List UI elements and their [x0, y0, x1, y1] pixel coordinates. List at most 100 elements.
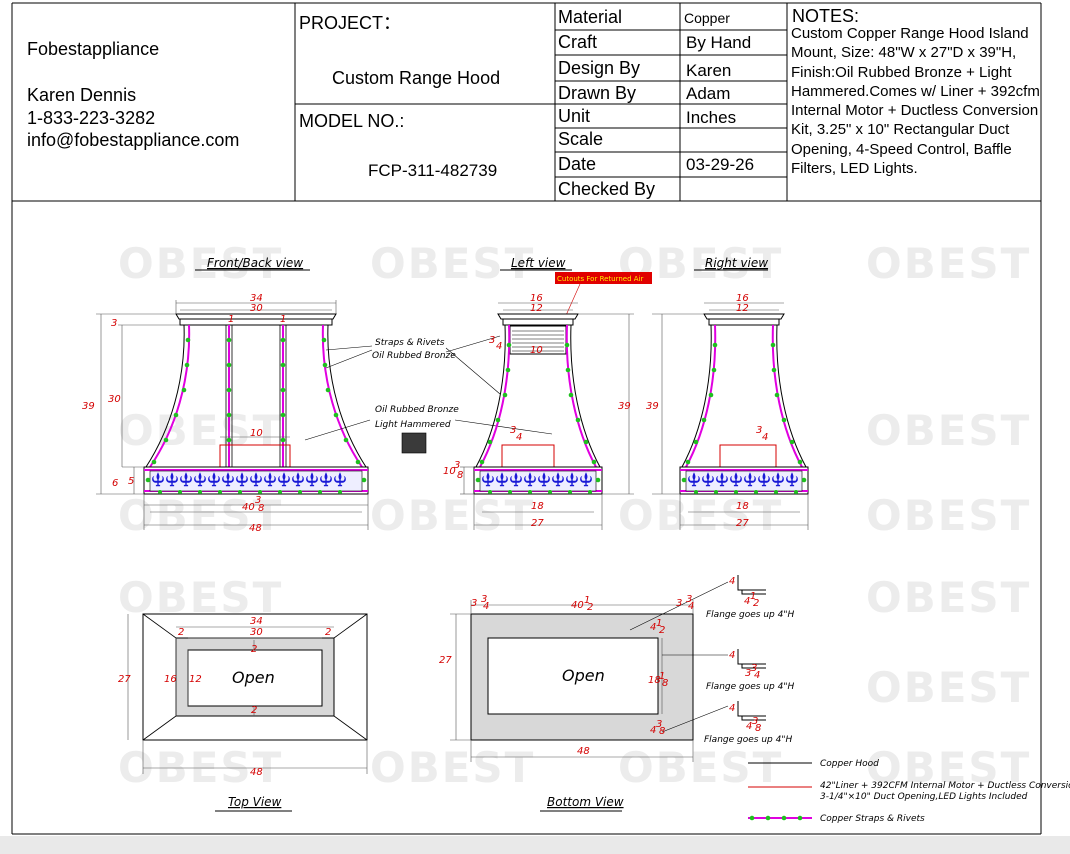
dim-label: 30 — [250, 303, 263, 314]
watermark: OBEST — [618, 491, 783, 540]
dim-label: 4 — [729, 576, 735, 587]
svg-text:8: 8 — [258, 503, 264, 514]
dim-label: 12 — [189, 674, 202, 685]
svg-text:4: 4 — [762, 432, 768, 443]
svg-text:1: 1 — [656, 618, 662, 629]
straps-finish-callout: Oil Rubbed Bronze — [372, 351, 456, 361]
dim-label: 48 — [250, 767, 263, 778]
svg-text:4: 4 — [483, 601, 489, 612]
company-name: Fobestappliance — [27, 39, 160, 59]
view-title-right: Right view — [705, 256, 768, 270]
svg-text:3: 3 — [752, 716, 758, 727]
finish-swatch — [401, 432, 427, 454]
flange-details: 4 4 1 2 Flange goes up 4"H 4 3 3 4 Flang… — [704, 575, 794, 745]
dim-label: 6 — [112, 478, 118, 489]
dim-label: 27 — [439, 655, 452, 666]
dim-label: 27 — [736, 518, 749, 529]
dim-label: 1 — [228, 314, 234, 325]
legend-copper: Copper Hood — [820, 759, 879, 769]
spec-value-unit: Inches — [686, 108, 737, 127]
dim-label: 40 — [242, 502, 255, 513]
svg-text:8: 8 — [755, 723, 761, 734]
contact-phone: 1-833-223-3282 — [27, 108, 156, 128]
svg-text:2: 2 — [587, 602, 593, 613]
dim-label: 12 — [736, 303, 749, 314]
bottom-view: Open 3 3 4 3 3 4 40 1 2 4 — [439, 581, 729, 762]
dim-label: 18 — [736, 501, 749, 512]
spec-label-material: Material — [558, 7, 623, 27]
spec-label-checked-by: Checked By — [558, 179, 656, 199]
dim-label: 48 — [249, 523, 262, 534]
dim-label: 4 — [746, 721, 752, 732]
dim-label: 30 — [250, 627, 263, 638]
dim-label: 10 — [530, 345, 543, 356]
straps-callout: Straps & Rivets — [375, 338, 445, 348]
watermark: OBEST — [118, 406, 283, 455]
dim-label: 27 — [118, 674, 131, 685]
watermark: OBEST — [866, 491, 1031, 540]
svg-text:1: 1 — [584, 595, 590, 606]
dim-label: 2 — [251, 644, 257, 655]
view-title-top: Top View — [228, 795, 282, 809]
page-footer-bar — [0, 836, 1070, 854]
dim-label: 4 — [729, 650, 735, 661]
spec-label-design-by: Design By — [558, 58, 641, 78]
dim-label: 3 — [676, 598, 682, 609]
watermark: OBEST — [618, 743, 783, 792]
dim-label: 34 — [250, 616, 263, 627]
dim-label: 10 — [250, 428, 263, 439]
spec-value-craft: By Hand — [686, 33, 752, 52]
finish-callout-1: Oil Rubbed Bronze — [375, 405, 459, 415]
watermark: OBEST — [118, 239, 283, 288]
svg-text:1: 1 — [659, 671, 665, 682]
dim-label: 12 — [530, 303, 543, 314]
spec-label-drawn-by: Drawn By — [558, 83, 637, 103]
flange-note: Flange goes up 4"H — [704, 735, 792, 745]
view-title-bottom: Bottom View — [547, 795, 624, 809]
watermark: OBEST — [370, 743, 535, 792]
watermark: OBEST — [118, 743, 283, 792]
dim-label: 3 — [756, 425, 762, 436]
dim-label: 4 — [650, 622, 656, 633]
dim-label: 18 — [531, 501, 544, 512]
dim-label: 4 — [729, 703, 735, 714]
left-view: Cutouts For Returned Air — [443, 272, 652, 530]
watermark: OBEST — [866, 743, 1031, 792]
model-number: FCP-311-482739 — [368, 161, 498, 180]
cutouts-callout-box — [555, 272, 652, 284]
svg-text:4: 4 — [496, 341, 502, 352]
dim-label: 18 — [648, 675, 661, 686]
spec-label-date: Date — [558, 154, 597, 174]
dim-label: 16 — [530, 293, 543, 304]
dim-label: 39 — [646, 401, 659, 412]
top-view: Open 34 30 2 2 2 2 27 16 12 48 — [118, 613, 368, 778]
flange-note: Flange goes up 4"H — [706, 610, 794, 620]
project-label: PROJECT： — [299, 13, 402, 33]
watermark: OBEST — [866, 239, 1031, 288]
view-title-front: Front/Back view — [207, 256, 303, 270]
dim-label: 4 — [650, 725, 656, 736]
dim-label: 3 — [489, 335, 495, 346]
watermark: OBEST — [370, 491, 535, 540]
watermark: OBEST — [866, 663, 1031, 712]
svg-text:3: 3 — [751, 663, 757, 674]
legend-liner-1: 42"Liner + 392CFM Internal Motor + Ductl… — [820, 781, 1070, 791]
svg-text:1: 1 — [750, 591, 756, 602]
spec-value-design-by: Karen — [686, 61, 732, 80]
dim-label: 39 — [618, 401, 631, 412]
dim-label: 16 — [164, 674, 177, 685]
dim-label: 3 — [745, 668, 751, 679]
dim-label: 3 — [471, 598, 477, 609]
dim-label: 40 — [571, 600, 584, 611]
dim-label: 2 — [251, 705, 257, 716]
svg-text:2: 2 — [753, 598, 759, 609]
dim-label: 3 — [510, 425, 516, 436]
dim-label: 30 — [108, 394, 121, 405]
view-title-left: Left view — [511, 256, 566, 270]
spec-label-unit: Unit — [558, 106, 591, 126]
spec-value-material: Copper — [684, 10, 730, 26]
watermark: OBEST — [866, 573, 1031, 622]
dim-label: 2 — [325, 627, 331, 638]
title-block-grid — [11, 2, 1042, 835]
